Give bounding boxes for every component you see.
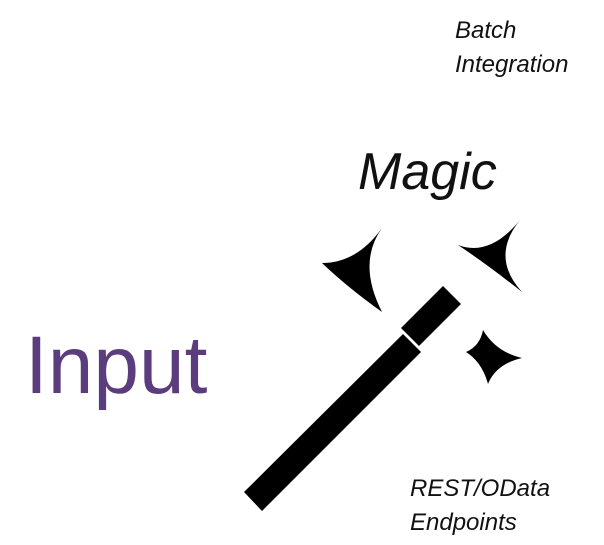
wand-tip bbox=[401, 286, 461, 346]
wand-handle bbox=[244, 334, 421, 511]
sparkle-small-icon bbox=[466, 330, 522, 384]
sparkle-right-icon bbox=[458, 220, 522, 292]
magic-label: Magic bbox=[358, 143, 497, 201]
batch-label-line1: Batch bbox=[455, 17, 517, 44]
input-label: Input bbox=[25, 320, 208, 411]
batch-label-line2: Integration bbox=[455, 51, 569, 78]
rest-label-line1: REST/OData bbox=[410, 475, 551, 502]
rest-label-line2: Endpoints bbox=[410, 509, 517, 536]
rest-odata-endpoints-label: REST/OData Endpoints bbox=[410, 472, 550, 540]
batch-integration-label: Batch Integration bbox=[455, 14, 568, 82]
sparkle-large-icon bbox=[322, 228, 382, 312]
